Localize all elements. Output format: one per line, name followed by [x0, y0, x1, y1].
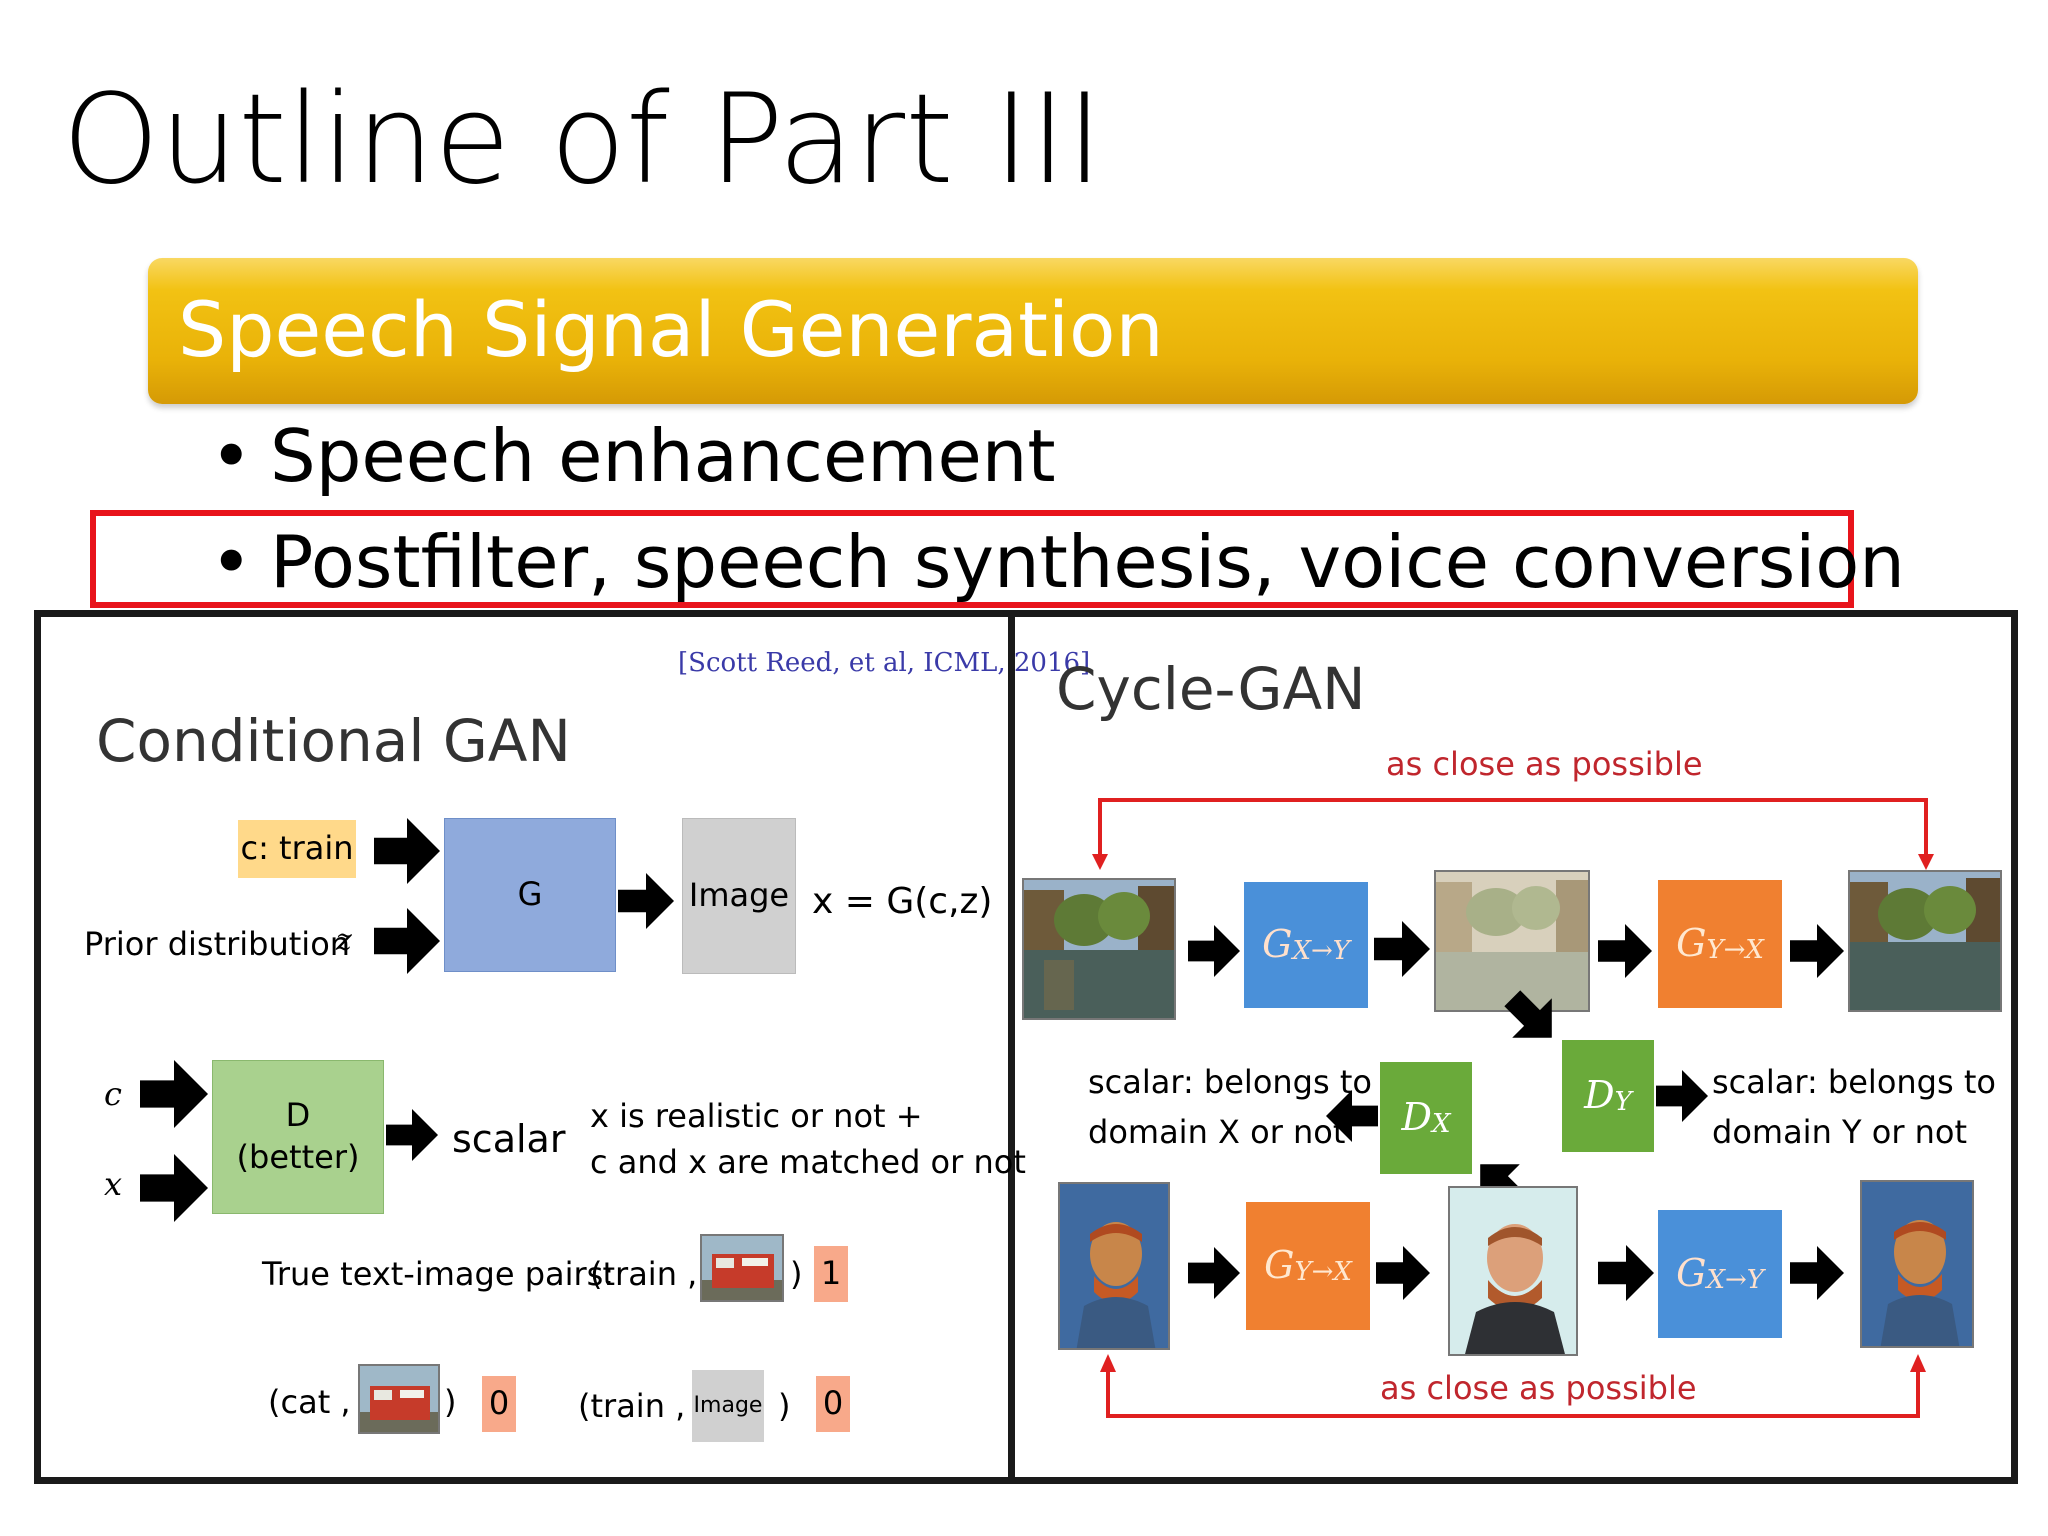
- discriminator-subscript: X: [1431, 1109, 1451, 1140]
- train-image: [358, 1364, 440, 1434]
- image-box: Image: [682, 818, 796, 974]
- arrow-icon: [618, 873, 674, 929]
- arrow-icon: [374, 908, 440, 974]
- canal-photo-reconstructed: [1848, 870, 2002, 1012]
- prior-var: z: [336, 923, 352, 958]
- canal-painting: [1434, 870, 1590, 1012]
- generator-label: G: [1676, 921, 1707, 966]
- arrow-icon: [1374, 921, 1430, 977]
- c-var: c: [104, 1075, 122, 1113]
- arrow-icon: [1376, 1246, 1430, 1300]
- arrow-icon: [374, 818, 440, 884]
- small-image-box: Image: [692, 1370, 764, 1442]
- right-description-line-2: domain Y or not: [1712, 1113, 1968, 1151]
- section-banner: Speech Signal Generation: [148, 258, 1918, 404]
- generator-subscript: X→Y: [1292, 936, 1350, 967]
- bullet-item: •Postfilter, speech synthesis, voice con…: [210, 526, 1905, 598]
- x-var: x: [104, 1165, 123, 1203]
- arrow-icon: [386, 1109, 438, 1161]
- generator-label: G: [1264, 1243, 1295, 1288]
- score-box: 1: [814, 1246, 848, 1302]
- generator-label: G: [1676, 1251, 1707, 1296]
- score-box: 0: [482, 1376, 516, 1432]
- left-description-line-1: scalar: belongs to: [1088, 1063, 1372, 1101]
- highlight-box: [90, 510, 1854, 608]
- right-description-line-1: scalar: belongs to: [1712, 1063, 1996, 1101]
- figure-divider: [1008, 610, 1015, 1484]
- discriminator-subscript: Y: [1614, 1087, 1632, 1118]
- description-line-2: c and x are matched or not: [590, 1143, 1026, 1181]
- pair-close: ): [778, 1387, 791, 1425]
- prior-label: Prior distribution: [84, 925, 351, 963]
- discriminator-label: D: [1584, 1073, 1615, 1118]
- arrow-icon: [1188, 1247, 1240, 1299]
- arrow-icon: [1656, 1070, 1708, 1122]
- top-loop-arrow: [1092, 798, 1934, 870]
- generator-subscript: Y→X: [1706, 935, 1764, 966]
- generator-subscript: Y→X: [1294, 1257, 1352, 1288]
- bottom-loop-arrow: [1100, 1354, 1926, 1418]
- arrow-icon: [1790, 1246, 1844, 1300]
- pair-open: (cat ,: [268, 1383, 351, 1421]
- generator-subscript: X→Y: [1706, 1265, 1764, 1296]
- conditional-gan-title: Conditional GAN: [96, 707, 571, 775]
- arrow-icon: [1598, 924, 1652, 978]
- cycle-gan-title: Cycle-GAN: [1056, 655, 1366, 723]
- arrow-icon: [1790, 924, 1844, 978]
- citation: [Scott Reed, et al, ICML, 2016]: [678, 648, 1091, 678]
- van-gogh-painting: [1058, 1182, 1170, 1350]
- discriminator-label: D: [1401, 1095, 1432, 1140]
- section-title: Speech Signal Generation: [178, 285, 1164, 374]
- bullet-dot: •: [210, 520, 253, 604]
- train-image: [700, 1234, 784, 1302]
- pair-open: (train ,: [590, 1255, 698, 1293]
- pair-close: ): [444, 1383, 457, 1421]
- arrow-icon: [140, 1060, 208, 1128]
- true-pairs-label: True text-image pairs:: [262, 1255, 615, 1293]
- canal-photo: [1022, 878, 1176, 1020]
- van-gogh-photo: [1448, 1186, 1578, 1356]
- bullet-item: •Speech enhancement: [210, 420, 1056, 492]
- pair-open: (train ,: [578, 1387, 686, 1425]
- equation: x = G(c,z): [812, 881, 993, 922]
- left-description-line-2: domain X or not: [1088, 1113, 1346, 1151]
- discriminator-sublabel: (better): [236, 1138, 360, 1176]
- bullet-text: Postfilter, speech synthesis, voice conv…: [270, 520, 1905, 604]
- arrow-icon: [1598, 1245, 1654, 1301]
- arrow-icon: [140, 1154, 208, 1222]
- score-box: 0: [816, 1376, 850, 1432]
- description-line-1: x is realistic or not +: [590, 1097, 923, 1135]
- bottom-caption: as close as possible: [1380, 1369, 1697, 1407]
- arrow-icon: [1188, 925, 1240, 977]
- van-gogh-painting-reconstructed: [1860, 1180, 1974, 1348]
- generator-label: G: [1262, 922, 1293, 967]
- bullet-dot: •: [210, 414, 253, 498]
- top-caption: as close as possible: [1386, 745, 1703, 783]
- discriminator-box: D (better): [212, 1060, 384, 1214]
- discriminator-label: D: [285, 1096, 311, 1135]
- c-train-box: c: train: [238, 820, 356, 878]
- page-title: Outline of Part III: [62, 68, 1103, 212]
- pair-close: ): [790, 1255, 803, 1293]
- figure-frame: [34, 610, 2018, 1484]
- bullet-text: Speech enhancement: [270, 414, 1056, 498]
- scalar-label: scalar: [452, 1117, 566, 1161]
- generator-box: G: [444, 818, 616, 972]
